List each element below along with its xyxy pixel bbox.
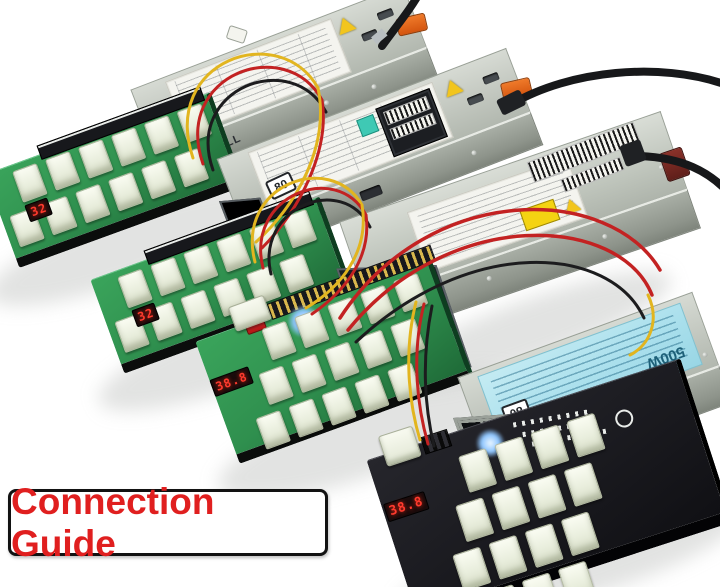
inline-wire-connector (226, 25, 248, 44)
screw (370, 83, 378, 90)
atx-6pin-connector (117, 268, 153, 309)
atx-6pin-connector (527, 473, 567, 519)
banner-label: Connection Guide (11, 480, 215, 564)
atx-6pin-connector (321, 385, 357, 426)
handle-slot (376, 7, 395, 21)
atx-6pin-connector (140, 159, 177, 200)
atx-6pin-connector (143, 114, 180, 155)
atx-6pin-connector (110, 126, 147, 167)
atx-6pin-connector (44, 150, 81, 191)
atx-6pin-connector (452, 546, 492, 587)
atx-6pin-connector (293, 308, 330, 349)
screw (701, 351, 709, 358)
atx-6pin-connector (74, 183, 111, 224)
orange-release-clip (395, 12, 429, 37)
atx-6pin-connector (389, 317, 426, 358)
mount-hole (612, 407, 636, 430)
atx-6pin-connector (356, 329, 393, 370)
atx-6pin-connector (261, 320, 297, 361)
atx-6pin-connector (11, 162, 48, 203)
atx-6pin-connector (494, 436, 534, 482)
atx-6pin-connector (179, 289, 216, 330)
atx-6pin-connector (560, 511, 600, 557)
atx-6pin-connector (457, 447, 498, 493)
screw (323, 99, 330, 106)
atx-6pin-connector (353, 373, 390, 414)
atx-6pin-connector (258, 365, 294, 406)
atx-6pin-connector (107, 171, 144, 212)
atx-6pin-connector (563, 461, 603, 508)
screw (470, 149, 478, 157)
atx-6pin-connector (173, 147, 210, 188)
handle-slot (360, 28, 379, 42)
atx-6pin-connector (323, 341, 360, 382)
atx-6pin-connector (255, 409, 292, 450)
screw (601, 233, 609, 240)
atx-6pin-connector (248, 220, 285, 261)
atx-6pin-connector (455, 497, 495, 543)
atx-6pin-connector (288, 397, 324, 438)
atx-6pin-connector (488, 534, 528, 580)
atx-6pin-connector (215, 232, 252, 273)
atx-6pin-connector (557, 560, 597, 587)
atx-6pin-connector (491, 485, 531, 531)
atx-6pin-connector (392, 272, 429, 313)
side-slot (359, 184, 384, 202)
atx-6pin-connector (149, 256, 186, 297)
connection-guide-banner: Connection Guide (8, 481, 328, 564)
atx-6pin-connector (530, 424, 570, 470)
screw (486, 275, 493, 282)
atx-6pin-connector (176, 102, 213, 143)
atx-6pin-connector (386, 362, 423, 402)
atx-6pin-connector (182, 244, 219, 285)
atx-6pin-connector (291, 353, 327, 394)
atx-6pin-connector (281, 208, 318, 249)
warning-triangle-icon (334, 14, 357, 36)
atx-6pin-connector (77, 138, 114, 179)
orange-release-clip (499, 76, 534, 102)
atx-6pin-connector (359, 284, 396, 325)
warning-triangle-icon (441, 76, 464, 98)
atx-6pin-connector (524, 522, 564, 569)
atx-6pin-connector (326, 296, 363, 337)
power-cord (508, 67, 720, 108)
handle-slot (466, 92, 485, 106)
handle-slot (482, 71, 500, 85)
atx-6pin-connector (521, 572, 561, 587)
